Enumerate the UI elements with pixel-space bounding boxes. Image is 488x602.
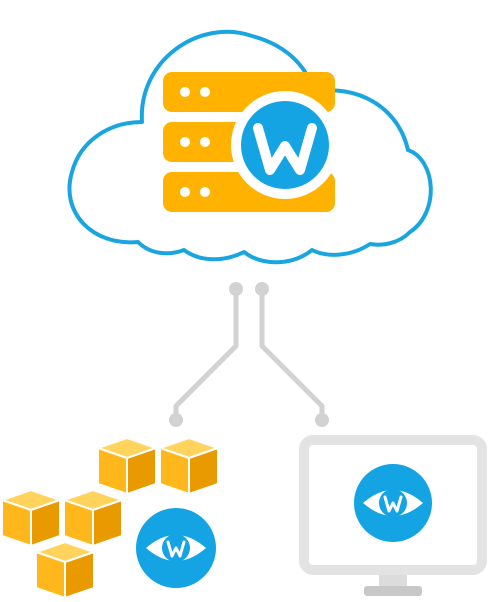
connector-line-left xyxy=(173,286,239,423)
w-logo-badge-icon xyxy=(231,91,339,199)
cube xyxy=(159,437,219,495)
cube xyxy=(1,489,61,547)
connector-line-right xyxy=(259,286,325,423)
server-lights xyxy=(180,87,210,197)
eye-w-badge-icon xyxy=(130,502,222,594)
connector-lines xyxy=(173,286,325,423)
monitor-base xyxy=(364,586,422,596)
monitor-stand xyxy=(379,575,407,588)
eye-w-badge-icon xyxy=(354,464,432,542)
cube xyxy=(97,437,157,495)
cube xyxy=(35,541,95,599)
cube xyxy=(63,489,123,547)
connector-endpoints xyxy=(169,282,329,427)
